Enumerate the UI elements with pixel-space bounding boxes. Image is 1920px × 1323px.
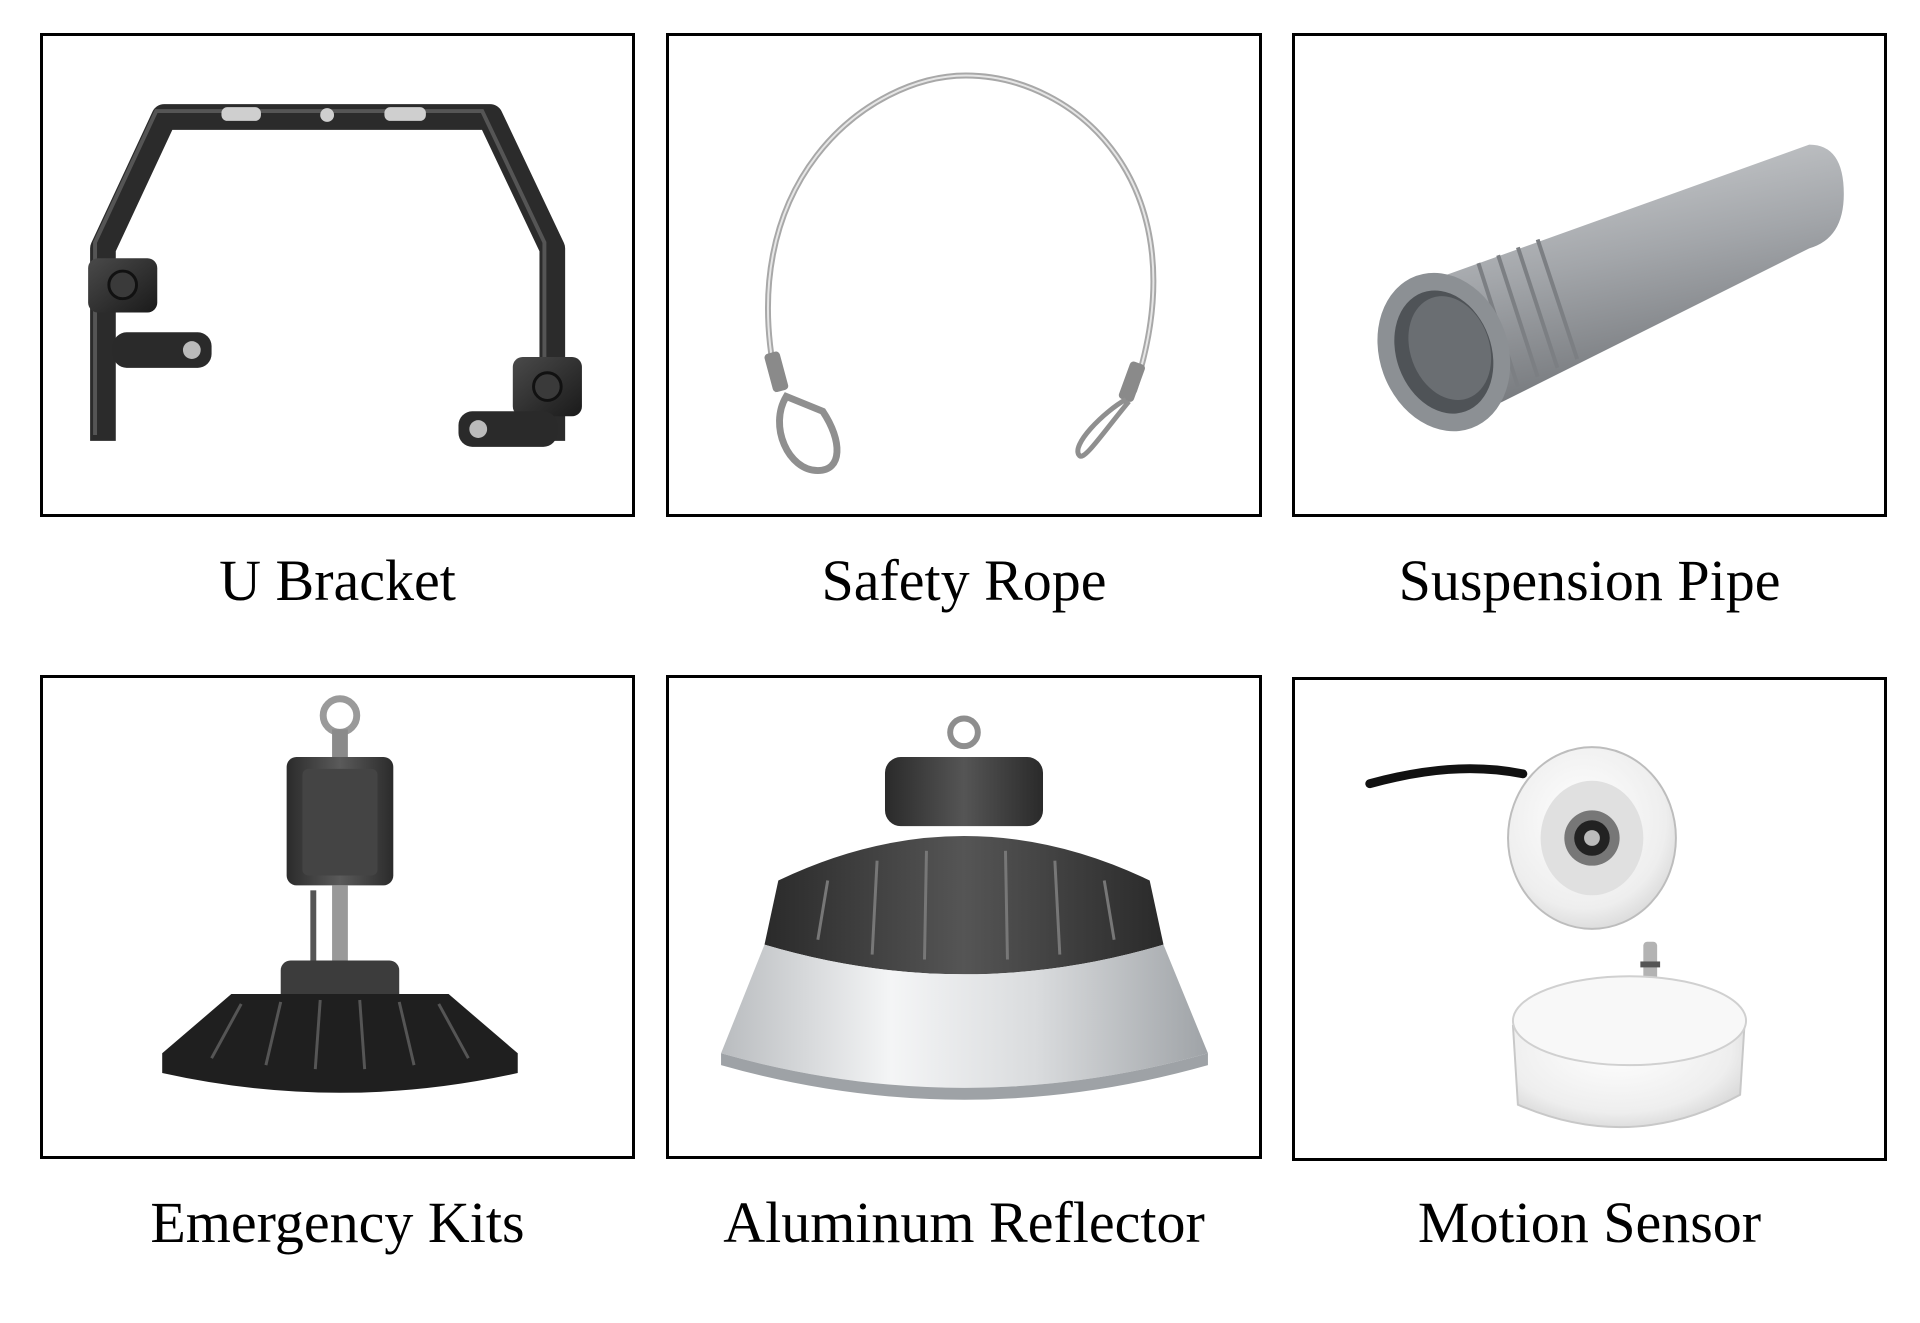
caption-aluminum-reflector: Aluminum Reflector — [723, 1190, 1205, 1255]
emergency-kit-icon — [162, 695, 518, 1093]
image-frame-suspension-pipe — [1292, 33, 1887, 517]
image-frame-u-bracket — [40, 33, 635, 517]
caption-suspension-pipe: Suspension Pipe — [1398, 548, 1781, 613]
caption-safety-rope: Safety Rope — [821, 548, 1107, 613]
image-frame-motion-sensor — [1292, 677, 1887, 1161]
image-frame-safety-rope — [666, 33, 1262, 517]
caption-emergency-kits: Emergency Kits — [150, 1190, 525, 1255]
suspension-pipe-icon — [1377, 144, 1844, 432]
image-frame-emergency-kits — [40, 675, 635, 1159]
motion-sensor-icon — [1365, 746, 1748, 1129]
safety-rope-icon — [764, 72, 1157, 475]
u-bracket-icon — [88, 104, 582, 447]
aluminum-reflector-icon — [721, 715, 1208, 1100]
caption-motion-sensor: Motion Sensor — [1417, 1190, 1762, 1255]
image-frame-aluminum-reflector — [666, 675, 1262, 1159]
caption-u-bracket: U Bracket — [219, 548, 456, 613]
